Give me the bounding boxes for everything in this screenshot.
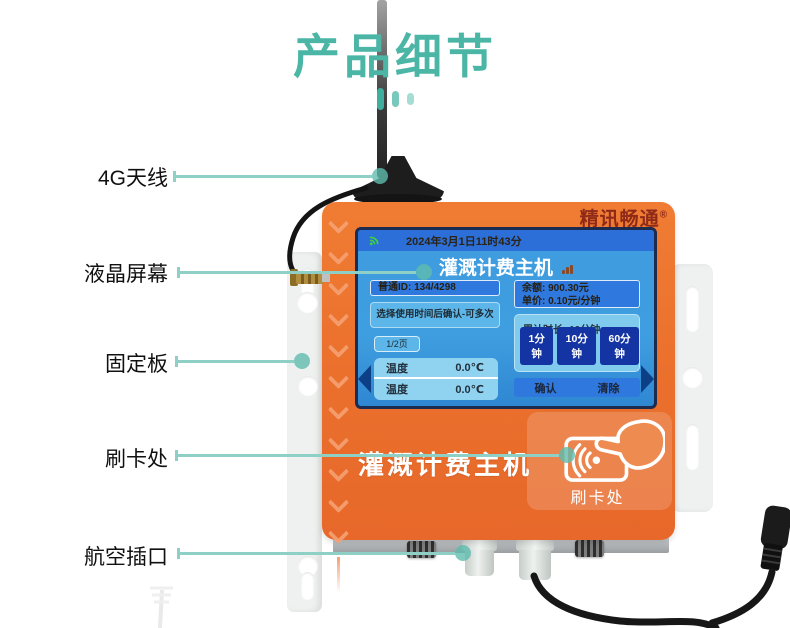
- balance-text: 余额: 900.30元: [522, 283, 589, 294]
- aviation-connector: [575, 540, 604, 557]
- temperature-panel: 温度 0.0℃ 温度 0.0℃: [374, 358, 498, 400]
- callout-dot: [455, 545, 471, 561]
- prev-arrow-button[interactable]: [358, 365, 371, 393]
- device-front-label: 灌溉计费主机: [358, 450, 533, 480]
- sensor-probe: [150, 586, 173, 628]
- brand-logo: 精讯畅通®: [580, 204, 668, 231]
- mounting-hole: [297, 292, 318, 313]
- callout-dot: [294, 353, 310, 369]
- page-indicator[interactable]: 1/2页: [374, 336, 420, 352]
- cable-gland: [462, 539, 497, 577]
- callout-dot: [372, 168, 388, 184]
- hand-icon: [594, 419, 665, 470]
- device-body: 精讯畅通® 2024年3月1日11时43分 灌溉计费主机 普通ID: 134/4…: [322, 202, 675, 593]
- aviation-connector: [407, 541, 436, 558]
- timer-panel: 累计时长: 10分钟 1分钟 10分钟 60分钟: [514, 314, 640, 372]
- callout-label-aviation-socket: 航空插口: [84, 546, 168, 569]
- confirm-button[interactable]: 确认: [534, 382, 557, 395]
- callout-line: [175, 356, 294, 366]
- duration-button-1min[interactable]: 1分钟: [520, 327, 554, 365]
- signal-bars-icon: [562, 265, 574, 274]
- confirm-clear-bar: 确认 清除: [514, 378, 640, 397]
- callout-line: [173, 171, 372, 181]
- next-arrow-button[interactable]: [641, 365, 654, 393]
- duration-button-60min[interactable]: 60分钟: [600, 327, 640, 365]
- callout-dot: [559, 447, 575, 463]
- screen-title-text: 灌溉计费主机: [438, 258, 553, 279]
- card-swipe-area: 刷卡处: [527, 412, 672, 510]
- callout-label-card-swipe: 刷卡处: [105, 448, 168, 471]
- screen-date: 2024年3月1日11时43分: [406, 235, 522, 248]
- screen-id-bar: 普通ID: 134/4298: [370, 280, 500, 296]
- mounting-hole: [301, 572, 314, 600]
- card-swipe-icon: [564, 419, 665, 482]
- power-cable: [708, 568, 776, 627]
- brand-text: 精讯畅通: [579, 209, 660, 230]
- temp-value: 0.0℃: [455, 383, 484, 396]
- title-dash: [377, 88, 384, 110]
- mounting-hole: [682, 367, 703, 388]
- screen-title: 灌溉计费主机: [358, 253, 654, 280]
- callout-label-mounting-plate: 固定板: [105, 353, 168, 376]
- mounting-hole: [298, 556, 318, 576]
- temperature-row: 温度 0.0℃: [374, 358, 498, 379]
- duration-button-10min[interactable]: 10分钟: [557, 327, 597, 365]
- temp-label: 温度: [386, 362, 408, 375]
- nfc-waves: [571, 443, 592, 478]
- temp-value: 0.0℃: [455, 362, 484, 374]
- callout-line: [177, 548, 455, 558]
- callout-label-4g-antenna: 4G天线: [97, 167, 168, 190]
- dc-power-connector: [760, 505, 790, 571]
- temp-label: 温度: [386, 384, 408, 396]
- title-dash: [392, 91, 399, 107]
- mounting-plate-left: [287, 252, 322, 612]
- temperature-row: 温度 0.0℃: [374, 379, 498, 399]
- 4g-antenna-foot: [354, 194, 442, 204]
- callout-dot: [416, 264, 432, 280]
- lcd-screen: 2024年3月1日11时43分 灌溉计费主机 普通ID: 134/4298 选择…: [355, 227, 657, 409]
- clear-button[interactable]: 清除: [597, 382, 620, 395]
- balance-panel: 余额: 900.30元 单价: 0.10元/分钟: [514, 280, 640, 308]
- title-dash: [407, 93, 414, 105]
- cable-gland: [516, 539, 554, 581]
- mounting-hole: [686, 424, 699, 470]
- card-swipe-label: 刷卡处: [570, 490, 625, 507]
- mounting-hole: [298, 376, 318, 396]
- chevron-strip: [327, 212, 350, 593]
- callout-label-lcd-screen: 液晶屏幕: [84, 263, 168, 286]
- registered-mark: ®: [659, 209, 668, 221]
- unit-price-text: 单价: 0.10元/分钟: [522, 295, 601, 307]
- screen-status-bar: 2024年3月1日11时43分: [358, 230, 654, 251]
- callout-line: [175, 450, 559, 460]
- screen-hint: 选择使用时间后确认-可多次: [370, 302, 500, 328]
- wifi-icon: [369, 236, 379, 246]
- callout-line: [177, 267, 416, 277]
- gland-cable: [530, 572, 720, 628]
- page-title: 产品细节: [293, 30, 497, 83]
- mounting-plate-right: [671, 264, 713, 512]
- mounting-hole: [686, 286, 699, 332]
- nfc-dot: [592, 456, 601, 465]
